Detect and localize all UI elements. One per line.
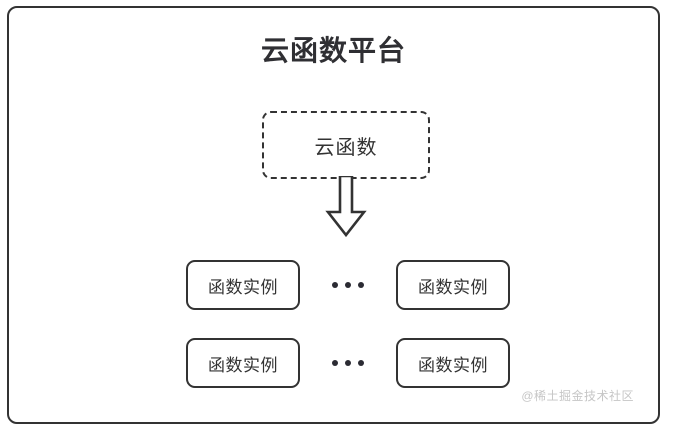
function-instance-label: 函数实例 (418, 277, 488, 297)
ellipsis-dot (332, 282, 338, 288)
function-instance-label: 函数实例 (208, 355, 278, 375)
ellipsis-icon (332, 360, 364, 366)
platform-title: 云函数平台 (260, 35, 406, 66)
watermark: @稀土掘金技术社区 (521, 389, 634, 403)
cloud-function-node: 云函数 (262, 111, 430, 179)
function-instance-node: 函数实例 (396, 260, 510, 310)
function-instance-label: 函数实例 (208, 277, 278, 297)
function-instance-node: 函数实例 (186, 260, 300, 310)
function-instance-node: 函数实例 (186, 338, 300, 388)
ellipsis-icon (332, 282, 364, 288)
function-instance-node: 函数实例 (396, 338, 510, 388)
cloud-function-platform-container: 云函数平台 云函数 函数实例 函数实例 函数实例 (7, 6, 660, 424)
ellipsis-dot (332, 360, 338, 366)
ellipsis-dot (358, 282, 364, 288)
ellipsis-dot (345, 282, 351, 288)
cloud-function-label: 云函数 (314, 136, 378, 159)
ellipsis-dot (345, 360, 351, 366)
instance-row: 函数实例 函数实例 (186, 260, 510, 310)
function-instance-label: 函数实例 (418, 355, 488, 375)
ellipsis-dot (358, 360, 364, 366)
instance-row: 函数实例 函数实例 (186, 338, 510, 388)
down-arrow-icon (325, 176, 367, 238)
